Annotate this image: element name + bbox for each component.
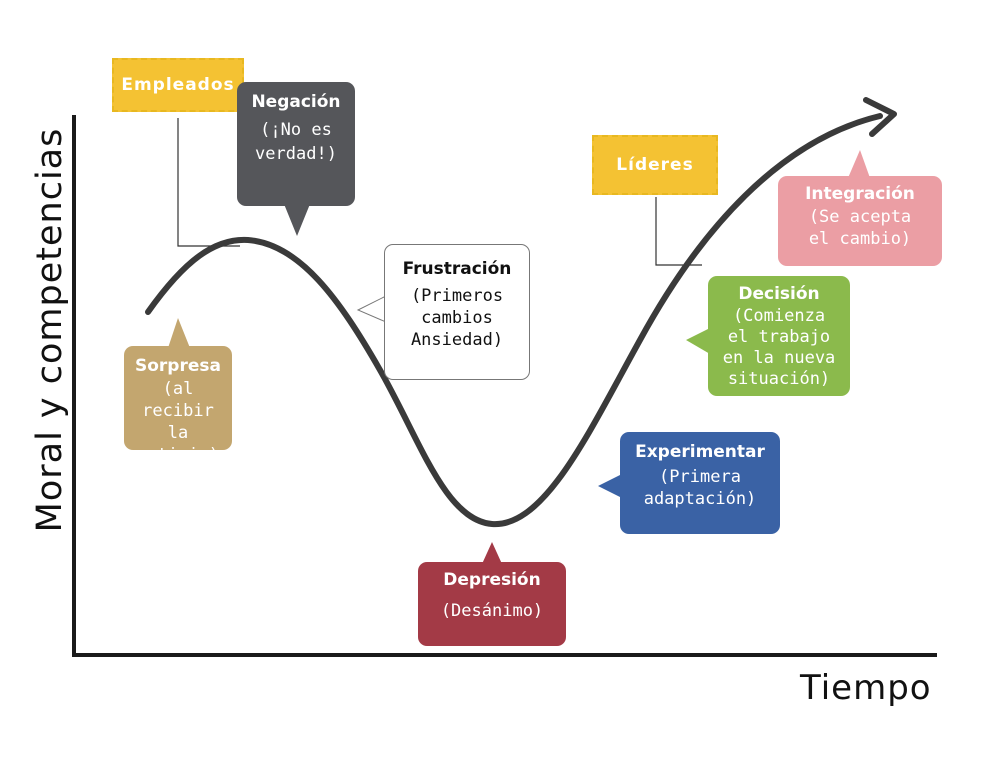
depresion-box: Depresión (Desánimo) <box>418 562 566 646</box>
frustracion-box: Frustración (Primeros cambios Ansiedad) <box>384 244 530 380</box>
frustracion-desc: (Primeros cambios Ansiedad) <box>410 286 504 350</box>
integracion-box: Integración (Se acepta el cambio) <box>778 176 942 266</box>
experimentar-title: Experimentar <box>635 442 765 462</box>
decision-pointer <box>686 328 710 354</box>
empleados-connector <box>177 118 240 247</box>
experimentar-box: Experimentar (Primera adaptación) <box>620 432 780 534</box>
negacion-box: Negación (¡No es verdad!) <box>237 82 355 206</box>
experimentar-pointer <box>598 474 622 498</box>
frustracion-pointer <box>356 295 387 323</box>
integracion-desc: (Se acepta el cambio) <box>808 207 912 249</box>
sorpresa-box: Sorpresa (al recibir la noticia) <box>124 346 232 465</box>
decision-title: Decisión <box>738 284 820 304</box>
sorpresa-title: Sorpresa <box>135 356 221 376</box>
experimentar-desc: (Primera adaptación) <box>643 467 757 509</box>
integracion-pointer <box>848 150 870 178</box>
depresion-desc: (Desánimo) <box>440 601 544 621</box>
y-axis-label: Moral y competencias <box>30 127 70 533</box>
change-curve <box>145 113 883 528</box>
integracion-title: Integración <box>805 184 915 204</box>
frustracion-title: Frustración <box>402 259 512 279</box>
lideres-tag: Líderes <box>592 135 718 195</box>
decision-desc: (Comienza el trabajo en la nueva situaci… <box>722 306 836 389</box>
decision-box: Decisión (Comienza el trabajo en la nuev… <box>708 276 850 396</box>
sorpresa-pointer <box>168 318 190 348</box>
depresion-title: Depresión <box>443 570 541 590</box>
negacion-title: Negación <box>251 92 341 112</box>
arrow-head <box>863 97 897 137</box>
depresion-pointer <box>482 542 502 564</box>
sorpresa-desc: (al recibir la noticia) <box>137 379 219 465</box>
negacion-desc: (¡No es verdad!) <box>255 120 337 164</box>
empleados-tag: Empleados <box>112 58 244 112</box>
x-axis-label: Tiempo <box>800 668 932 708</box>
negacion-pointer <box>284 204 310 236</box>
